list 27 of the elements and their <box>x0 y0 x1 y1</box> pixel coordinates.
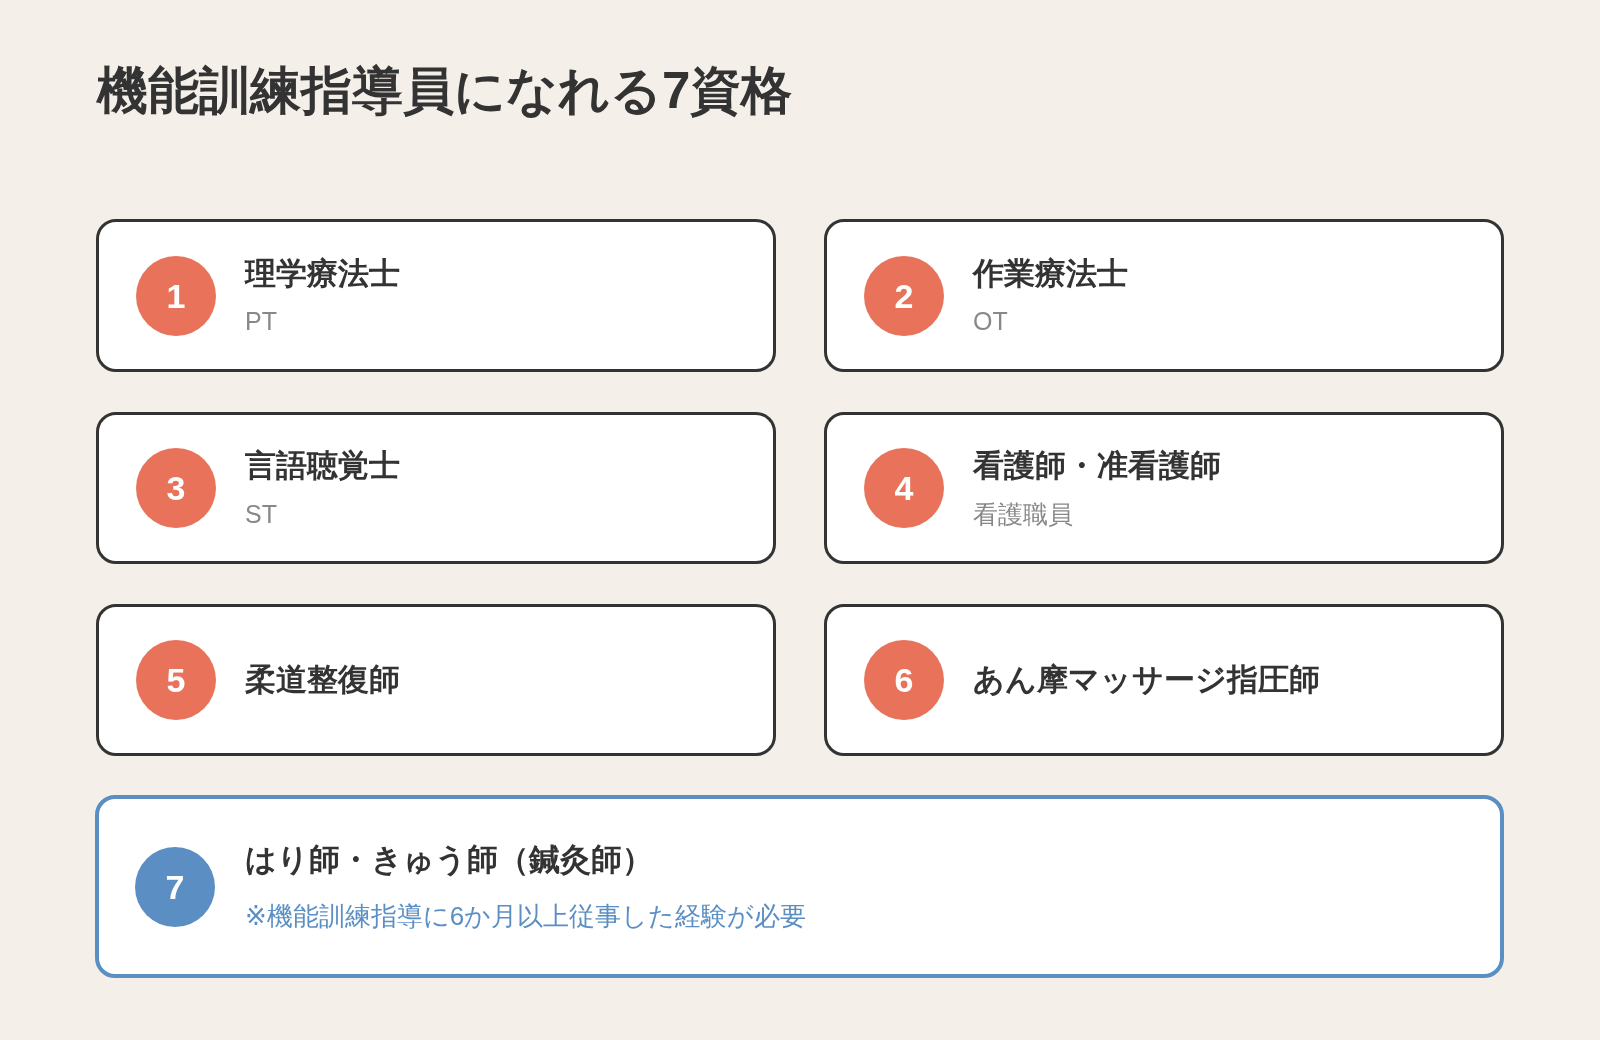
qualification-name: 柔道整復師 <box>245 661 400 699</box>
qualification-name: 看護師・准看護師 <box>973 447 1221 485</box>
number-circle: 1 <box>136 256 216 336</box>
subtitle: 看護職員 <box>973 498 1073 529</box>
card <box>824 604 1504 756</box>
number-circle: 6 <box>864 640 944 720</box>
title: 機能訓練指導員になれる7資格 <box>97 61 793 121</box>
card <box>95 795 1504 978</box>
number-circle: 7 <box>135 847 215 927</box>
card <box>96 604 776 756</box>
subtitle: ST <box>245 498 277 529</box>
number-circle: 2 <box>864 256 944 336</box>
number-circle: 3 <box>136 448 216 528</box>
qualification-name: 作業療法士 <box>973 254 1128 293</box>
card <box>824 412 1504 564</box>
card <box>824 219 1504 372</box>
card <box>96 219 776 372</box>
card <box>96 412 776 564</box>
subtitle: PT <box>245 306 277 337</box>
qualification-name: あん摩マッサージ指圧師 <box>973 661 1320 699</box>
qualification-name: はり師・きゅう師（鍼灸師） <box>245 841 653 879</box>
qualification-name: 言語聴覚士 <box>245 447 400 485</box>
number-circle: 4 <box>864 448 944 528</box>
number-circle: 5 <box>136 640 216 720</box>
qualification-name: 理学療法士 <box>245 254 400 293</box>
note: ※機能訓練指導に6か月以上従事した経験が必要 <box>245 900 807 932</box>
subtitle: OT <box>973 306 1008 337</box>
